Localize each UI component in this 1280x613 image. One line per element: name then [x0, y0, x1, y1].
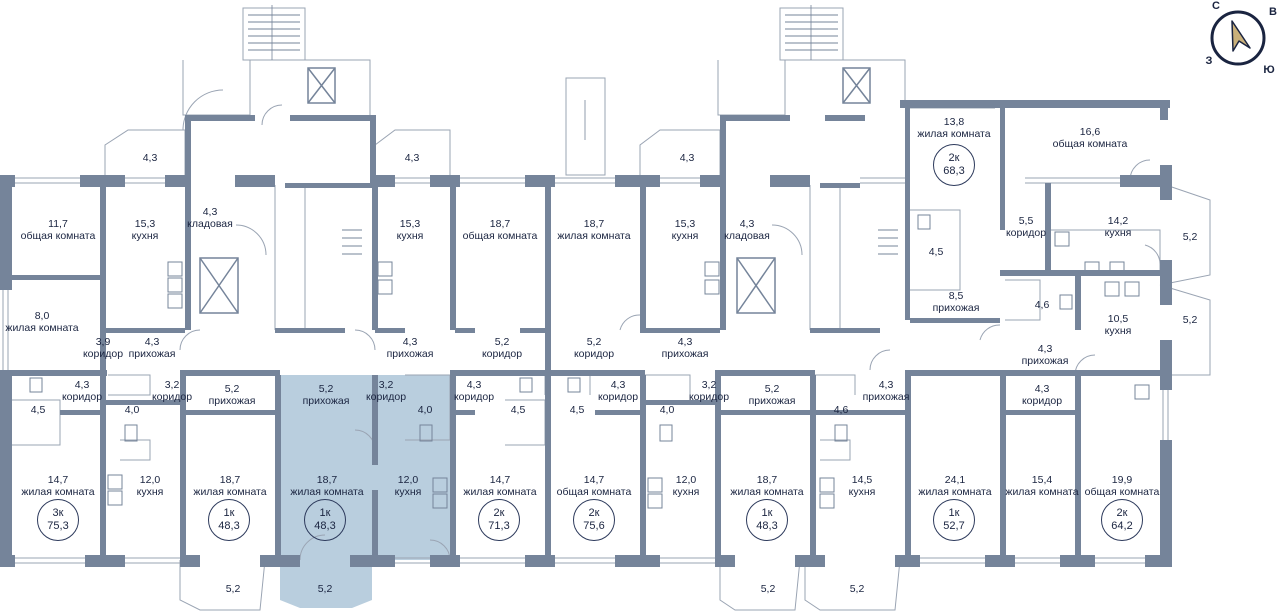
room-label: 4,5	[928, 246, 944, 258]
room-label: 5,2	[1182, 231, 1198, 243]
compass-icon	[1210, 10, 1266, 66]
room-label: 4,0	[659, 404, 675, 416]
room-label: 5,2	[1182, 314, 1198, 326]
room-label: 4,5	[30, 404, 46, 416]
compass-east: В	[1269, 6, 1277, 18]
room-label: 4,5	[569, 404, 585, 416]
room-label: 4,3	[679, 152, 695, 164]
room-label: 4,5	[510, 404, 526, 416]
selected-apartment-fill[interactable]	[280, 375, 450, 608]
compass-south: Ю	[1263, 64, 1275, 76]
room-label: 4,3	[404, 152, 420, 164]
compass-west: З	[1205, 55, 1213, 67]
room-label: 4,6	[833, 404, 849, 416]
room-label: 4,0	[124, 404, 140, 416]
room-label: 4,6	[1034, 299, 1050, 311]
compass-north: С	[1212, 0, 1220, 12]
room-label: 5,2	[225, 583, 241, 595]
room-label: 5,2	[849, 583, 865, 595]
room-label: 4,0	[417, 404, 433, 416]
room-label: 5,2	[317, 583, 333, 595]
room-label: 4,3	[142, 152, 158, 164]
room-label: 5,2	[760, 583, 776, 595]
